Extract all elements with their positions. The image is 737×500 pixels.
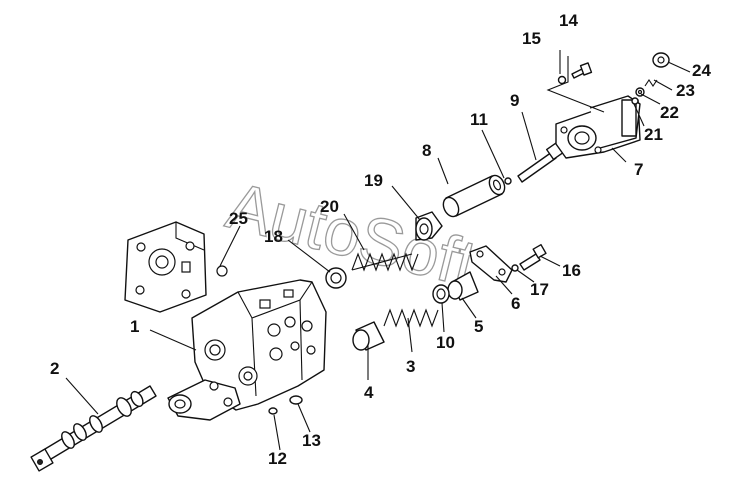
plug-13 bbox=[289, 395, 303, 405]
callout-labels: 1 2 3 4 5 6 7 8 9 10 11 12 13 14 15 16 1… bbox=[50, 11, 711, 468]
plug-12 bbox=[268, 407, 278, 415]
callout-2: 2 bbox=[50, 359, 59, 378]
callout-20: 20 bbox=[320, 197, 339, 216]
callout-13: 13 bbox=[302, 431, 321, 450]
callout-11: 11 bbox=[470, 110, 488, 129]
callout-6: 6 bbox=[511, 294, 520, 313]
o-ring-25 bbox=[216, 265, 228, 277]
piston-19 bbox=[415, 211, 443, 241]
plug-24 bbox=[652, 52, 670, 68]
spool-end-housing bbox=[167, 379, 241, 421]
callout-4: 4 bbox=[364, 383, 374, 402]
end-cover-7 bbox=[555, 95, 641, 159]
valve-body bbox=[191, 279, 327, 411]
watermark: AutoSoft bbox=[220, 168, 484, 301]
sleeve-8 bbox=[442, 174, 506, 218]
callout-3: 3 bbox=[406, 357, 415, 376]
callout-10: 10 bbox=[436, 333, 455, 352]
callout-19: 19 bbox=[364, 171, 383, 190]
o-ring-21 bbox=[631, 97, 639, 105]
spool bbox=[30, 385, 157, 472]
spring-20 bbox=[351, 252, 419, 272]
plunger-4 bbox=[352, 321, 385, 351]
callout-22: 22 bbox=[660, 103, 679, 122]
pin-11 bbox=[504, 177, 512, 185]
callout-9: 9 bbox=[510, 91, 519, 110]
bolt-9 bbox=[517, 141, 565, 183]
callout-1: 1 bbox=[130, 317, 139, 336]
callout-12: 12 bbox=[268, 449, 287, 468]
bolt-16 bbox=[519, 243, 547, 271]
seat-10 bbox=[432, 284, 450, 304]
callout-15: 15 bbox=[522, 29, 541, 48]
callout-8: 8 bbox=[422, 141, 431, 160]
callout-21: 21 bbox=[644, 125, 663, 144]
callout-24: 24 bbox=[692, 61, 711, 80]
callout-5: 5 bbox=[474, 317, 483, 336]
callout-16: 16 bbox=[562, 261, 581, 280]
washer-17 bbox=[511, 264, 519, 272]
callout-25: 25 bbox=[229, 209, 248, 228]
cover-plate bbox=[124, 221, 228, 313]
spring-23 bbox=[644, 79, 658, 87]
washer-15 bbox=[557, 75, 567, 85]
callout-14: 14 bbox=[559, 11, 578, 30]
bolt-14 bbox=[571, 62, 593, 79]
callout-7: 7 bbox=[634, 160, 643, 179]
callout-17: 17 bbox=[530, 280, 549, 299]
callout-23: 23 bbox=[676, 81, 695, 100]
leader-lines bbox=[65, 50, 691, 451]
bracket-6 bbox=[469, 245, 513, 283]
callout-18: 18 bbox=[264, 227, 283, 246]
seal-ring-18 bbox=[325, 267, 347, 289]
spring-3 bbox=[383, 308, 439, 328]
piston-5 bbox=[447, 271, 479, 301]
